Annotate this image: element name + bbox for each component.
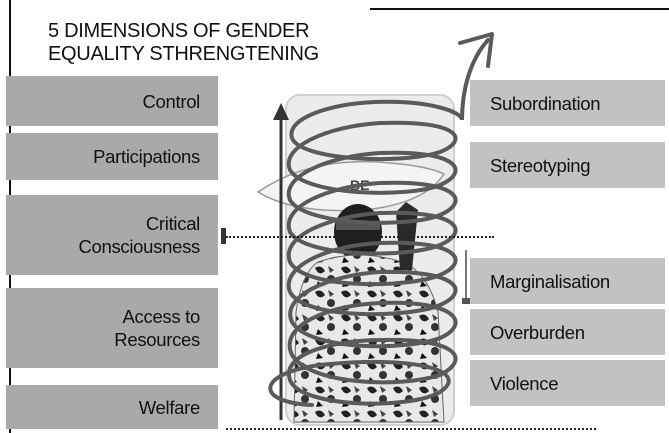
- up-arrow-head: [273, 103, 289, 120]
- dimension-label-line2: Resources: [114, 328, 200, 351]
- dimension-box-critical-consciousness: Critical Consciousness: [6, 195, 218, 275]
- issue-label: Violence: [490, 372, 558, 395]
- issue-label: Marginalisation: [490, 270, 610, 293]
- issue-label: Subordination: [490, 92, 600, 115]
- dimension-box-access-to-resources: Access to Resources: [6, 288, 218, 368]
- dimension-label: Welfare: [139, 396, 200, 419]
- issue-box-marginalisation: Marginalisation: [470, 258, 665, 304]
- dimension-box-participations: Participations: [6, 133, 218, 180]
- dimension-box-control: Control: [6, 76, 218, 126]
- dimension-label: Control: [142, 90, 200, 113]
- dimension-label: Participations: [93, 145, 200, 168]
- issue-box-subordination: Subordination: [470, 80, 665, 126]
- issue-box-stereotyping: Stereotyping: [470, 142, 665, 188]
- issue-box-violence: Violence: [470, 360, 665, 406]
- issue-box-overburden: Overburden: [470, 309, 665, 355]
- spiral-icon: [270, 40, 488, 405]
- issue-label: Overburden: [490, 321, 585, 344]
- dimension-label-line1: Critical: [146, 212, 200, 235]
- dotted-line-bottom: [226, 428, 596, 430]
- dimension-label-line1: Access to: [123, 305, 201, 328]
- issue-label: Stereotyping: [490, 154, 590, 177]
- dotted-line-upper: [226, 236, 494, 238]
- dimension-box-welfare: Welfare: [6, 385, 218, 429]
- dimension-label-line2: Consciousness: [78, 235, 200, 258]
